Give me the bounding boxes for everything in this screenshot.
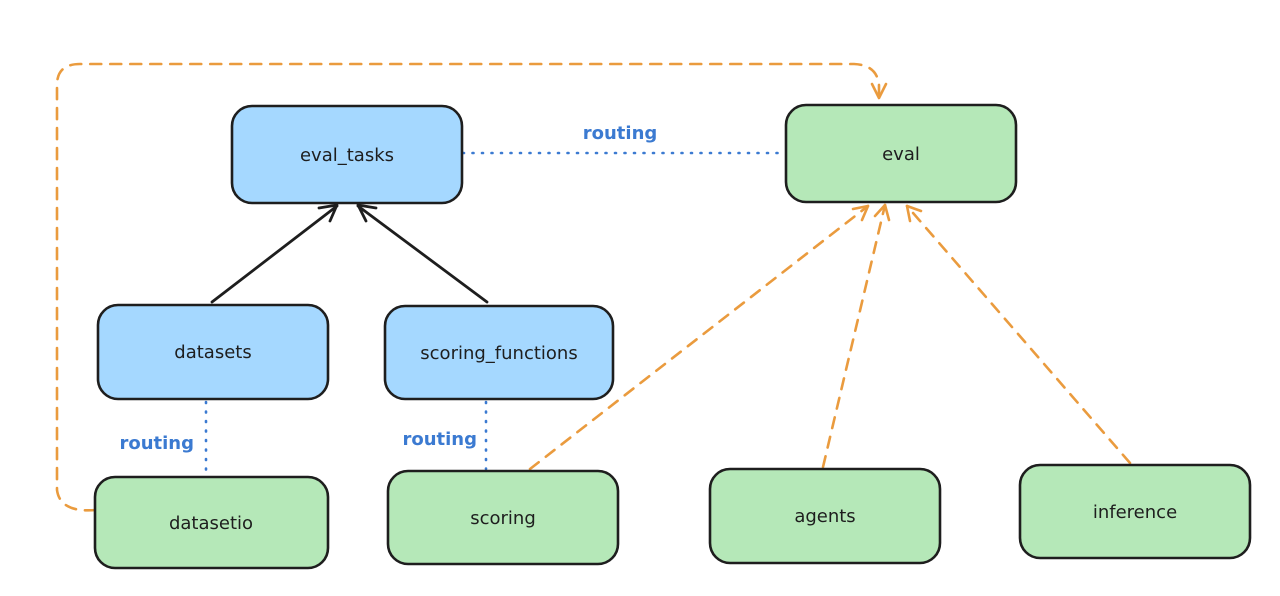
node-scoring-functions-label: scoring_functions — [420, 343, 577, 364]
node-agents-label: agents — [794, 506, 855, 527]
edge-inference-to-eval — [905, 204, 1132, 465]
edge-scoring-to-eval — [528, 204, 870, 471]
node-agents: agents — [708, 467, 942, 565]
node-inference-label: inference — [1093, 502, 1177, 523]
node-scoring-functions-box — [383, 304, 615, 401]
node-scoring: scoring — [386, 469, 620, 566]
arrowhead-inference-to-eval — [905, 204, 923, 223]
node-datasets-label: datasets — [174, 342, 251, 363]
edge-datasetio-to-eval — [55, 62, 881, 512]
routing-label-top: routing — [583, 123, 658, 144]
node-eval-label: eval — [882, 144, 920, 165]
node-datasets: datasets — [96, 303, 330, 401]
arrowhead-scoring-functions-to-eval-tasks — [356, 203, 378, 223]
node-datasets-box — [96, 303, 330, 401]
routing-label-datasets: routing — [119, 433, 194, 454]
edge-datasets-to-eval-tasks — [210, 204, 339, 304]
arrowhead-scoring-to-eval — [851, 204, 870, 222]
edge-scoring-functions-to-eval-tasks — [356, 204, 489, 304]
node-eval-tasks: eval_tasks — [230, 104, 464, 205]
node-scoring-label: scoring — [470, 508, 536, 529]
node-agents-box — [708, 467, 942, 565]
routing-label-scoring: routing — [402, 429, 477, 450]
node-inference-box — [1018, 463, 1252, 560]
arrowhead-datasets-to-eval-tasks — [317, 203, 339, 223]
node-datasetio: datasetio — [93, 475, 330, 570]
node-scoring-functions: scoring_functions — [383, 304, 615, 401]
arrowhead-datasetio-to-eval — [870, 82, 888, 100]
node-eval-tasks-label: eval_tasks — [300, 145, 394, 166]
node-datasetio-box — [93, 475, 330, 570]
node-eval: eval — [784, 103, 1018, 204]
node-datasetio-label: datasetio — [169, 513, 253, 534]
edge-agents-to-eval — [821, 203, 887, 469]
node-eval-tasks-box — [230, 104, 464, 205]
arrowhead-agents-to-eval — [873, 203, 891, 222]
node-inference: inference — [1018, 463, 1252, 560]
node-eval-box — [784, 103, 1018, 204]
node-scoring-box — [386, 469, 620, 566]
